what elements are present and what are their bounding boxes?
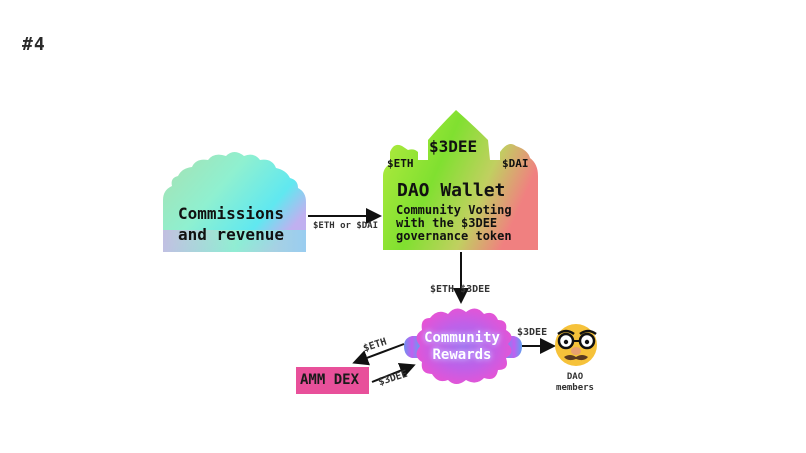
commissions-label: Commissions and revenue [178,203,284,245]
wallet-desc-line-3: governance token [396,229,512,243]
wallet-eth-label: $ETH [387,157,414,170]
amm-dex-node [296,367,369,394]
wallet-desc-line-2: with the $3DEE [396,216,498,230]
wallet-title: DAO Wallet [397,180,506,201]
dao-wallet-node [383,110,538,250]
dao-members-line-2: members [556,383,594,393]
wallet-dai-label: $DAI [502,157,529,170]
dao-members-line-1: DAO [566,372,584,382]
rewards-label: Community Rewards [414,330,510,364]
commissions-line-1: Commissions [178,204,284,223]
edge-label-commissions-wallet: $ETH or $DAI [313,221,379,231]
edge-label-rewards-dao: $3DEE [517,327,548,338]
amm-dex-label: AMM DEX [300,372,360,388]
wallet-description: Community Voting with the $3DEE governan… [396,204,512,243]
commissions-node [163,152,306,252]
dao-members-label: DAO members [545,372,605,394]
rewards-line-1: Community [424,330,500,346]
disguise-face-icon [555,324,597,366]
edge-label-wallet-rewards: $ETH $3DEE [430,284,491,295]
commissions-line-2: and revenue [178,225,284,244]
arrow-rewards-to-amm [352,343,405,366]
wallet-desc-line-1: Community Voting [396,203,512,217]
arrow-amm-to-rewards [371,363,416,383]
wallet-token-label: $3DEE [429,137,478,156]
slide-number: #4 [22,34,46,55]
rewards-line-2: Rewards [432,347,492,363]
community-rewards-node [404,308,522,384]
